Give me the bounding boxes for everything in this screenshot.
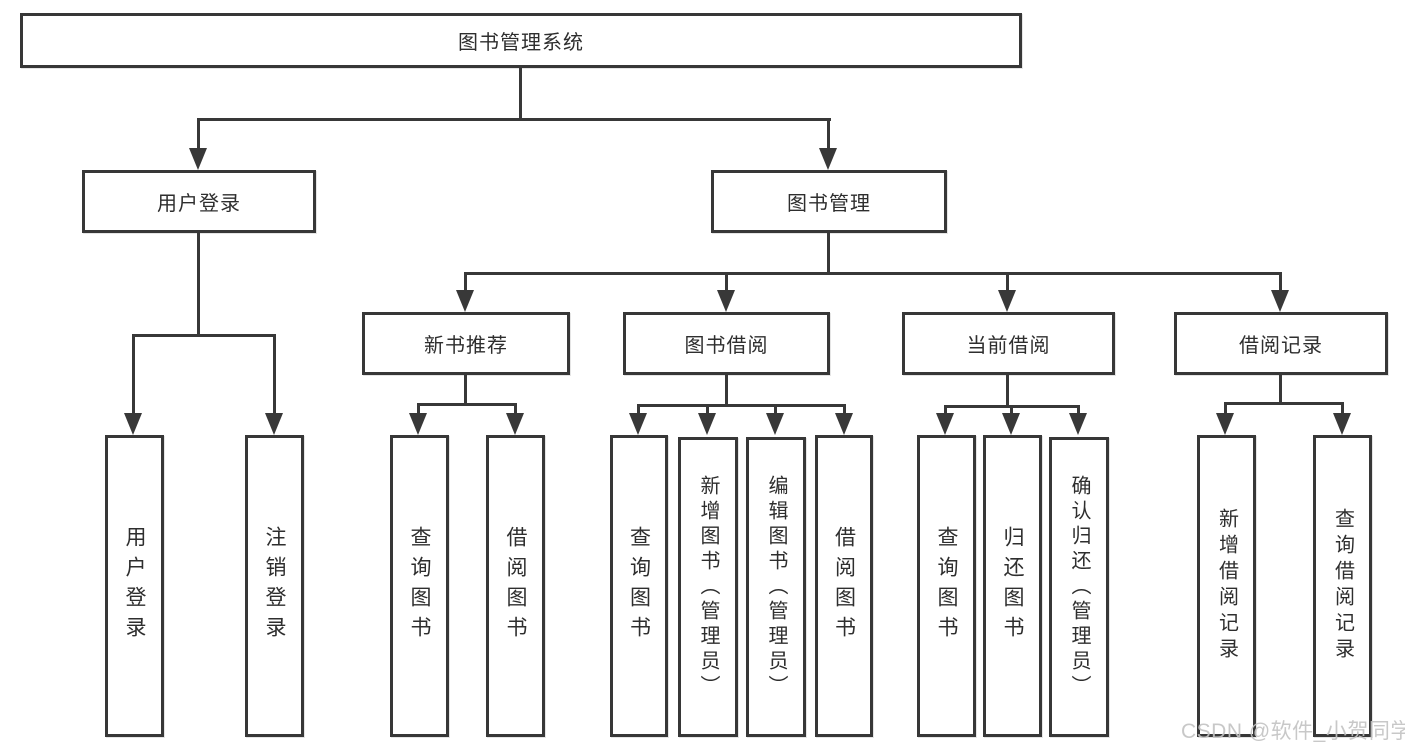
connector-line-v — [1341, 402, 1344, 417]
leaf-br-query-record: 查询借阅记录 — [1313, 435, 1372, 737]
arrow-down-icon — [1002, 413, 1020, 435]
leaf-br-add-record-label: 新增借阅记录 — [1215, 508, 1238, 664]
connector-line-h — [198, 118, 831, 121]
leaf-bb-add-books-admin-label: 新增图书（管理员） — [697, 474, 719, 700]
connector-line-h — [638, 404, 846, 407]
connector-line-v — [417, 403, 420, 417]
node-new-book-rec: 新书推荐 — [362, 312, 570, 375]
leaf-user-login: 用户登录 — [105, 435, 164, 737]
connector-line-v — [132, 334, 135, 417]
connector-line-v — [944, 405, 947, 417]
leaf-br-add-record: 新增借阅记录 — [1197, 435, 1256, 737]
connector-line-v — [197, 233, 200, 337]
arrow-down-icon — [1333, 413, 1351, 435]
node-root: 图书管理系统 — [20, 13, 1022, 68]
connector-line-v — [1279, 272, 1282, 294]
arrow-down-icon — [717, 290, 735, 312]
leaf-bb-edit-books-admin-label: 编辑图书（管理员） — [765, 474, 787, 700]
arrow-down-icon — [1069, 413, 1087, 435]
arrow-down-icon — [629, 413, 647, 435]
connector-line-v — [1077, 405, 1080, 417]
connector-line-v — [464, 375, 467, 406]
leaf-bb-edit-books-admin: 编辑图书（管理员） — [746, 437, 806, 737]
arrow-down-icon — [998, 290, 1016, 312]
node-borrow-records-label: 借阅记录 — [1239, 335, 1323, 357]
connector-line-h — [133, 334, 276, 337]
connector-line-v — [1279, 375, 1282, 405]
leaf-bb-borrow-books: 借阅图书 — [815, 435, 873, 737]
arrow-down-icon — [456, 290, 474, 312]
connector-line-v — [273, 334, 276, 417]
connector-line-h — [1225, 402, 1344, 405]
connector-line-h — [465, 272, 1282, 275]
node-new-book-rec-label: 新书推荐 — [424, 335, 508, 357]
connector-line-v — [725, 272, 728, 294]
arrow-down-icon — [936, 413, 954, 435]
arrow-down-icon — [698, 413, 716, 435]
arrow-down-icon — [409, 413, 427, 435]
leaf-bb-borrow-books-label: 借阅图书 — [832, 526, 856, 646]
leaf-cb-confirm-return-admin-label: 确认归还（管理员） — [1068, 474, 1090, 700]
node-user-login-label: 用户登录 — [157, 193, 241, 215]
node-root-label: 图书管理系统 — [458, 32, 584, 54]
arrow-down-icon — [265, 413, 283, 435]
connector-line-v — [514, 403, 517, 417]
connector-line-v — [1006, 272, 1009, 294]
connector-line-v — [827, 118, 830, 150]
connector-line-v — [827, 233, 830, 275]
node-book-mgmt-label: 图书管理 — [787, 193, 871, 215]
leaf-cb-query-books-label: 查询图书 — [935, 526, 958, 646]
connector-line-v — [725, 375, 728, 407]
arrow-down-icon — [1216, 413, 1234, 435]
arrow-down-icon — [766, 413, 784, 435]
leaf-bb-query-books-label: 查询图书 — [627, 526, 651, 646]
connector-line-v — [197, 118, 200, 150]
connector-line-h — [418, 403, 517, 406]
leaf-cb-return-books-label: 归还图书 — [1001, 526, 1024, 646]
arrow-down-icon — [835, 413, 853, 435]
connector-line-v — [774, 404, 777, 417]
arrow-down-icon — [1271, 290, 1289, 312]
watermark: CSDN @软件_小贺同学 — [1181, 720, 1405, 743]
connector-line-v — [637, 404, 640, 417]
leaf-nbr-borrow-books-label: 借阅图书 — [504, 526, 527, 646]
connector-line-v — [843, 404, 846, 417]
leaf-nbr-query-books-label: 查询图书 — [408, 526, 431, 646]
leaf-bb-add-books-admin: 新增图书（管理员） — [678, 437, 738, 737]
leaf-nbr-query-books: 查询图书 — [390, 435, 449, 737]
leaf-cb-query-books: 查询图书 — [917, 435, 976, 737]
connector-line-v — [1006, 375, 1009, 408]
node-book-mgmt: 图书管理 — [711, 170, 947, 233]
leaf-cb-return-books: 归还图书 — [983, 435, 1042, 737]
connector-line-v — [519, 68, 522, 121]
arrow-down-icon — [819, 148, 837, 170]
node-current-borrow: 当前借阅 — [902, 312, 1115, 375]
leaf-br-query-record-label: 查询借阅记录 — [1331, 508, 1354, 664]
node-book-borrow: 图书借阅 — [623, 312, 830, 375]
leaf-cb-confirm-return-admin: 确认归还（管理员） — [1049, 437, 1109, 737]
connector-line-v — [1010, 405, 1013, 417]
leaf-bb-query-books: 查询图书 — [610, 435, 668, 737]
leaf-logout: 注销登录 — [245, 435, 304, 737]
node-borrow-records: 借阅记录 — [1174, 312, 1388, 375]
leaf-user-login-label: 用户登录 — [123, 526, 146, 646]
connector-line-v — [464, 272, 467, 294]
connector-line-v — [706, 404, 709, 417]
node-book-borrow-label: 图书借阅 — [684, 335, 769, 357]
arrow-down-icon — [124, 413, 142, 435]
leaf-nbr-borrow-books: 借阅图书 — [486, 435, 545, 737]
arrow-down-icon — [189, 148, 207, 170]
node-current-borrow-label: 当前借阅 — [966, 335, 1051, 357]
leaf-logout-label: 注销登录 — [263, 526, 286, 646]
arrow-down-icon — [506, 413, 524, 435]
node-user-login: 用户登录 — [82, 170, 316, 233]
connector-line-v — [1224, 402, 1227, 417]
